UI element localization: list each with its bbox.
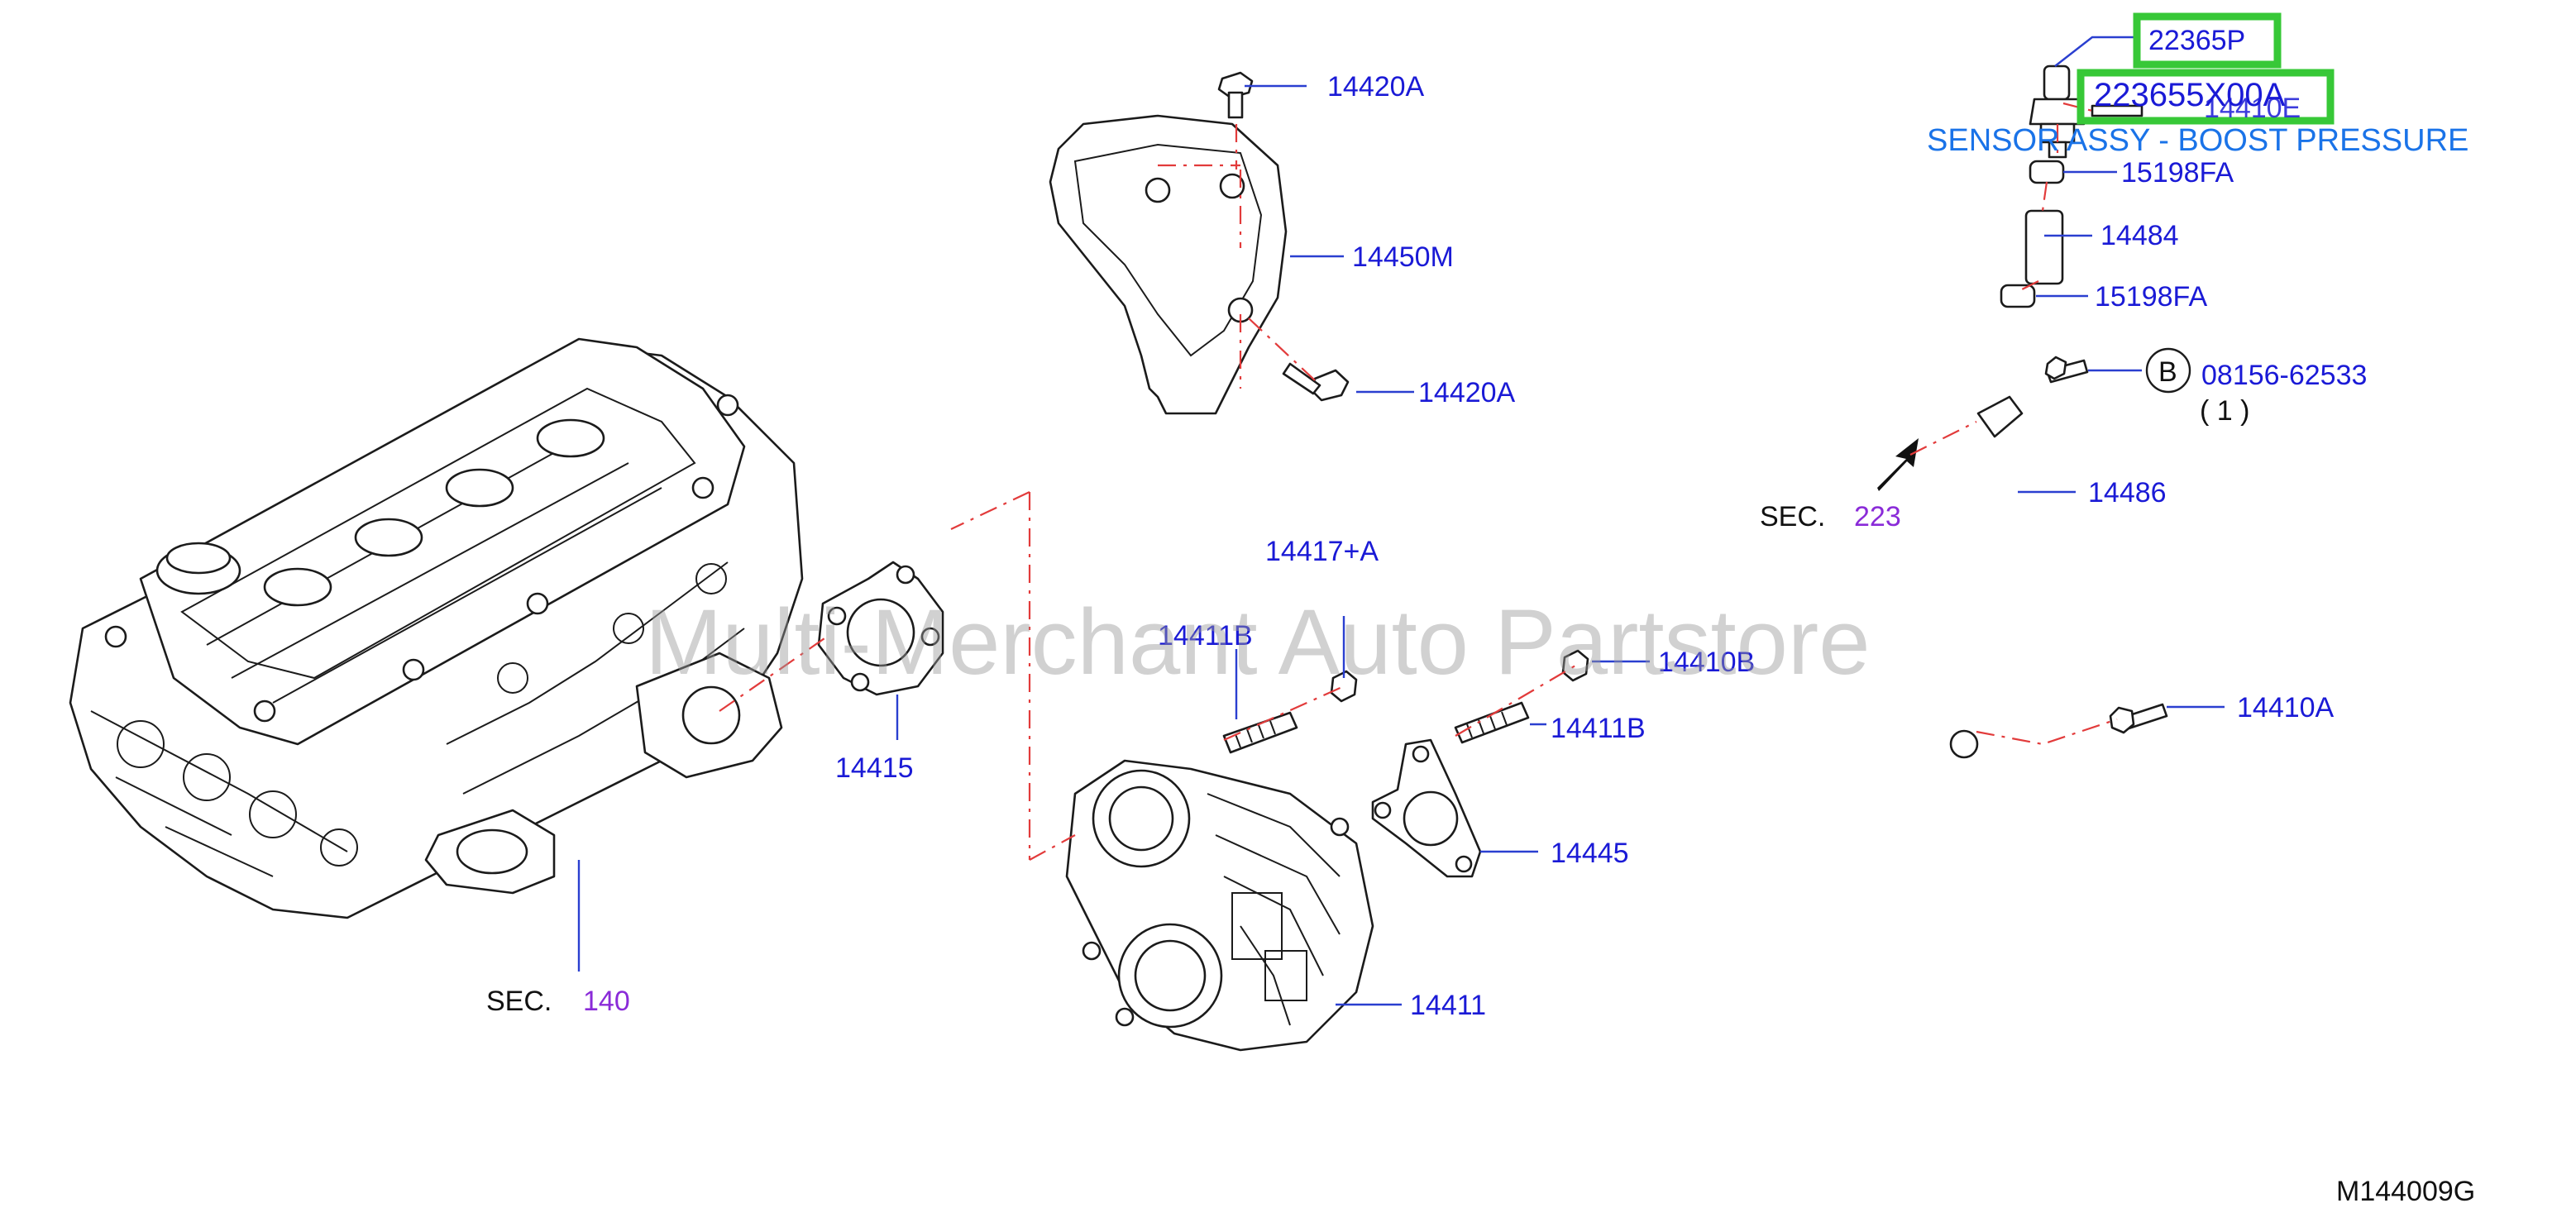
diagram-code: M144009G: [2336, 1176, 2475, 1207]
alignment-chain-lines: [719, 102, 2118, 861]
part-label-14411B-right[interactable]: 14411B: [1551, 713, 1646, 744]
part-label-14410E[interactable]: 14410E: [2204, 93, 2301, 124]
gasket-14445-drawing: [1371, 738, 1482, 878]
part-label-14484[interactable]: 14484: [2100, 220, 2179, 251]
sensor-description: SENSOR ASSY - BOOST PRESSURE: [1927, 123, 2468, 158]
part-label-14410B[interactable]: 14410B: [1658, 647, 1755, 678]
section-word-right: SEC.: [1760, 501, 1825, 532]
leader-lines: [577, 36, 2225, 1006]
part-label-22365P[interactable]: 22365P: [2148, 25, 2245, 56]
part-label-14486[interactable]: 14486: [2088, 477, 2167, 508]
part-label-15198FA-bottom[interactable]: 15198FA: [2095, 281, 2207, 313]
section-link-140[interactable]: 140: [583, 986, 630, 1017]
highlight-box-22365P: [2133, 12, 2282, 69]
part-label-08156-62533[interactable]: 08156-62533: [2201, 360, 2367, 391]
studs-and-nuts-drawing: [1222, 649, 1589, 754]
part-label-14420A-top[interactable]: 14420A: [1327, 71, 1425, 103]
part-label-15198FA-top[interactable]: 15198FA: [2121, 157, 2234, 189]
gasket-14415-drawing: [817, 561, 944, 696]
highlight-box-223655X00A: [2077, 69, 2335, 125]
section-word-left: SEC.: [486, 986, 552, 1017]
boost-sensor-assembly-drawing: [1877, 64, 2168, 759]
section-link-223[interactable]: 223: [1854, 501, 1901, 532]
part-label-14445[interactable]: 14445: [1551, 838, 1629, 869]
part-label-14420A-mid[interactable]: 14420A: [1418, 377, 1516, 408]
part-label-14411[interactable]: 14411: [1410, 990, 1486, 1021]
part-label-14411B-left[interactable]: 14411B: [1158, 620, 1253, 652]
part-label-223655X00A[interactable]: 223655X00A: [2094, 77, 2286, 113]
turbocharger-14411-drawing: [1065, 759, 1374, 1052]
heat-insulator-14450M-drawing: [1049, 114, 1288, 415]
part-label-14450M[interactable]: 14450M: [1352, 241, 1454, 273]
bolts-14420A-drawing: [1217, 71, 1350, 402]
part-label-14415[interactable]: 14415: [835, 752, 914, 784]
part-label-14410A[interactable]: 14410A: [2237, 692, 2335, 723]
part-label-14417A[interactable]: 14417+A: [1265, 536, 1379, 567]
cylinder-head-drawing: [69, 337, 804, 919]
watermark-text: Multi-Merchant Auto Partstore: [645, 590, 1870, 694]
bolt-ref-letter: B: [2158, 356, 2177, 388]
part-quantity-08156: ( 1 ): [2200, 395, 2249, 427]
